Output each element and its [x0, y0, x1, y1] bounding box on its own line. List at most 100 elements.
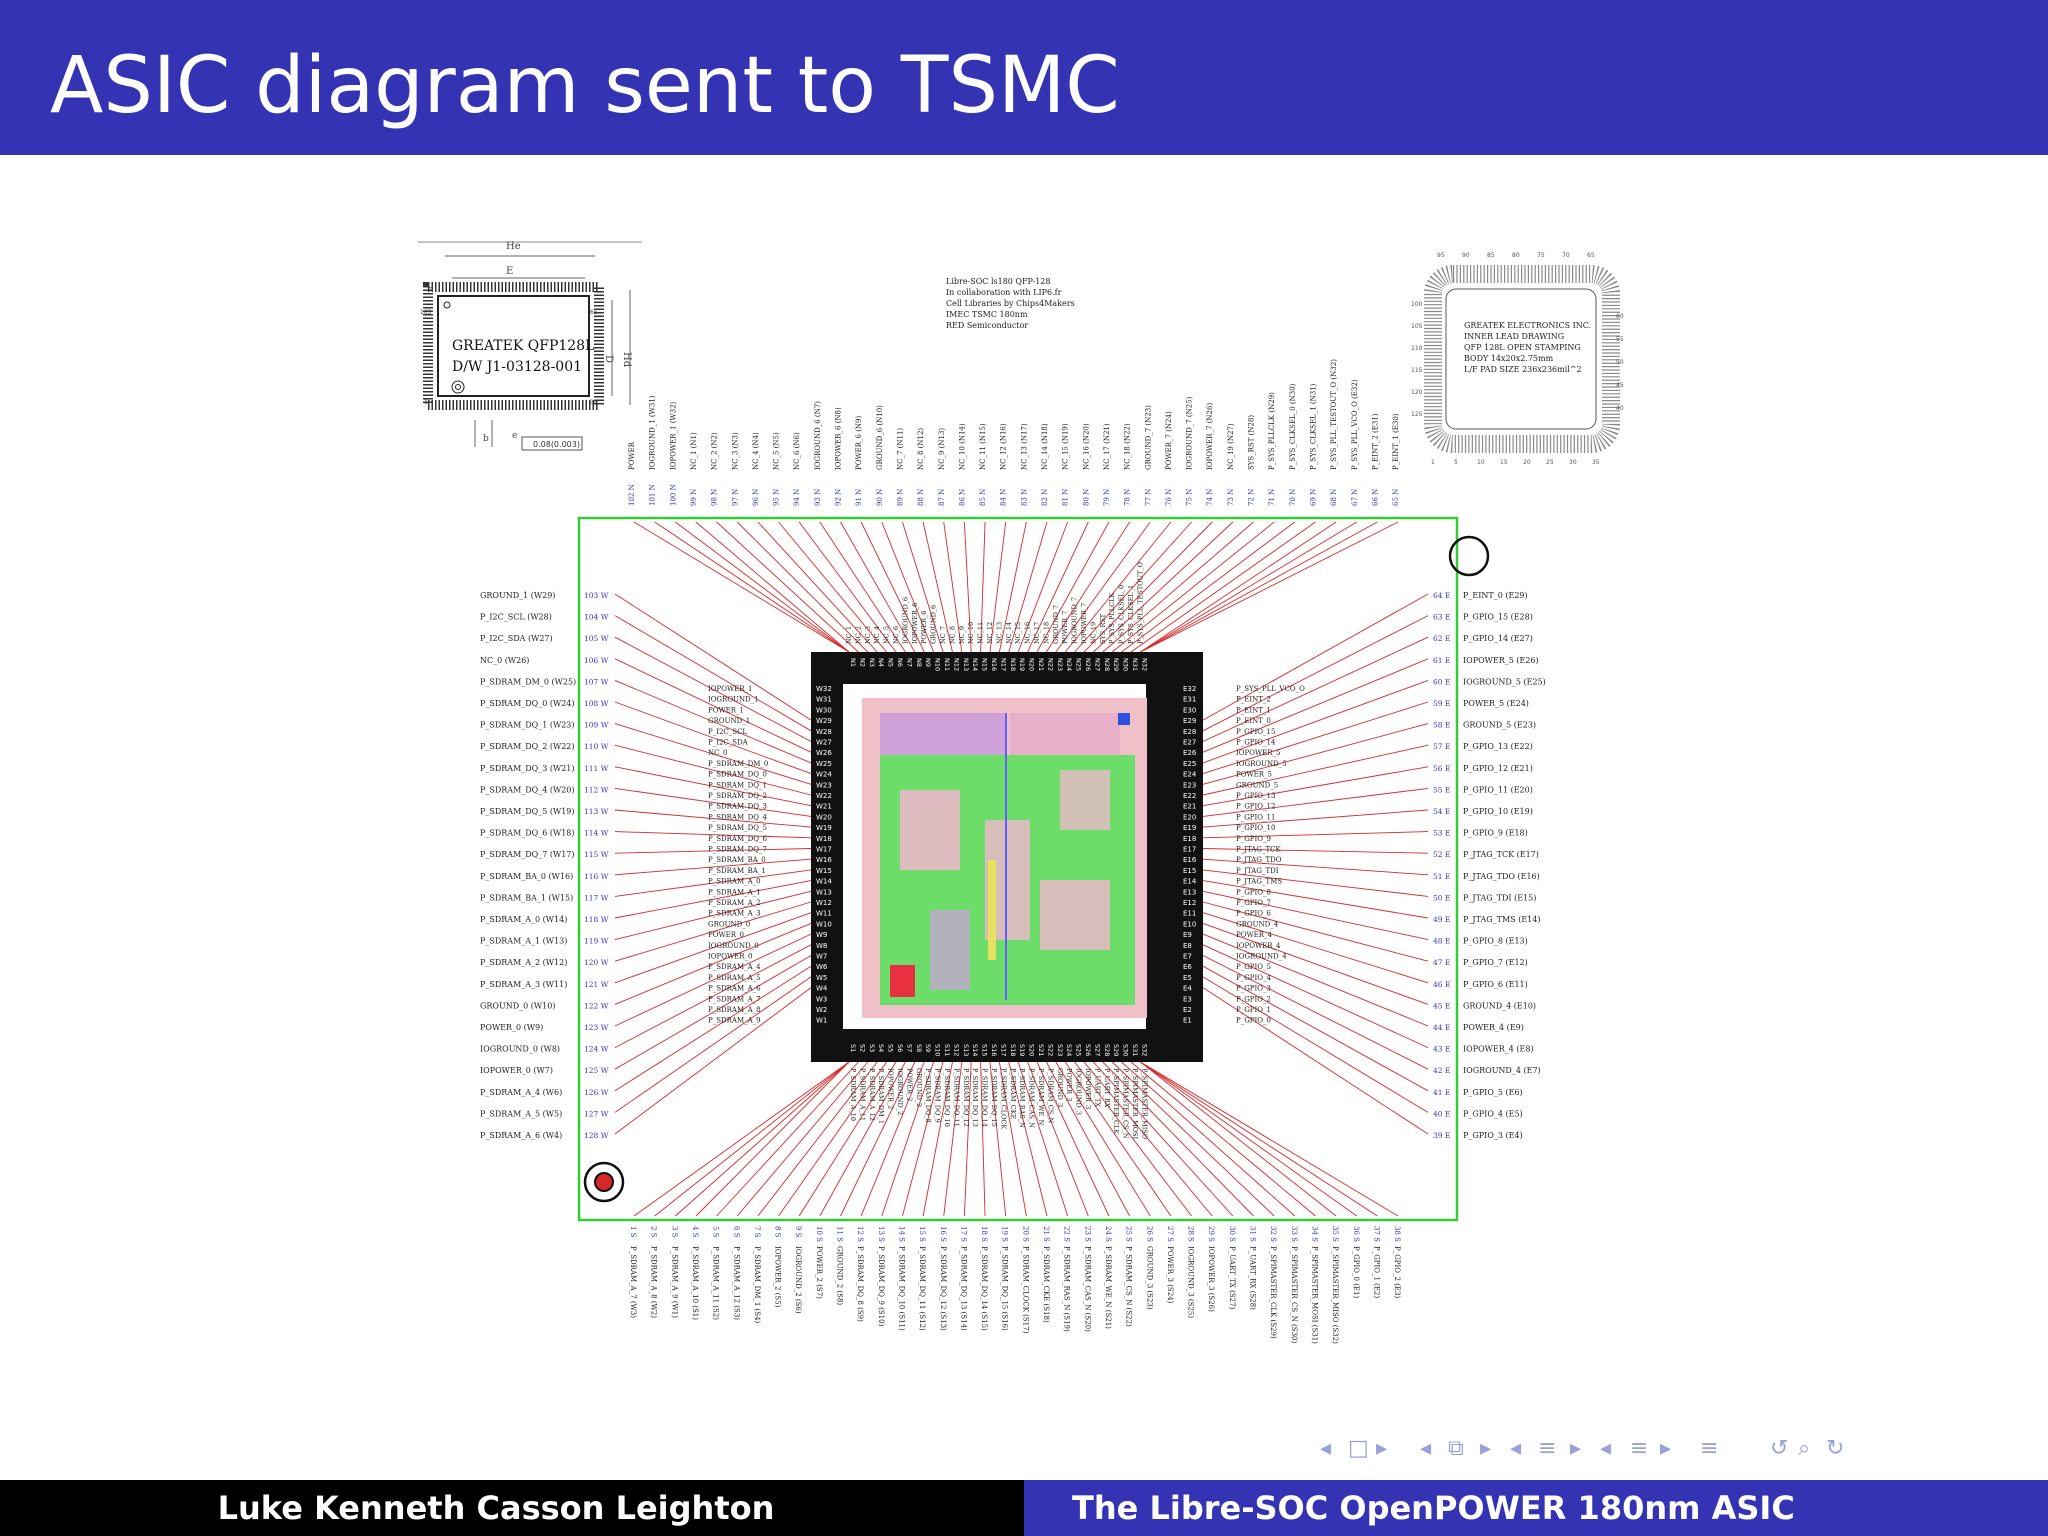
pin-number: 85 N [979, 489, 987, 506]
nav-right-arrow-icon[interactable]: ▸ [1376, 1436, 1388, 1461]
die-pad-id: N13 [962, 658, 970, 671]
nav-right-arrow-icon[interactable]: ▸ [1480, 1436, 1492, 1461]
pin-label: SYS_RST (N28) [1248, 415, 1256, 470]
nav-right-arrow-icon[interactable]: ▸ [1570, 1436, 1582, 1461]
die-pad-name: P_EINT_2 [1236, 696, 1271, 704]
die-pad-name: P_GPIO_6 [1236, 910, 1272, 918]
die-pad-id: S20 [1028, 1044, 1036, 1056]
inner-lead-text: GREATEK ELECTRONICS INC. [1464, 321, 1591, 330]
pin-number: 83 N [1020, 489, 1028, 506]
package-frame [577, 516, 1459, 1222]
die-pad-name: P_SDRAM_DQ_13 [971, 1068, 979, 1127]
nav-left-arrow-icon[interactable]: ◂ [1600, 1436, 1612, 1461]
pin-label: NC_13 (N17) [1020, 423, 1028, 470]
nav-right-arrow-icon[interactable]: ▸ [1660, 1436, 1672, 1461]
bond-wire [1121, 521, 1296, 653]
pin-number: 123 W [584, 1023, 609, 1032]
bond-wire [1202, 890, 1429, 941]
pin-label: NC_9 (N13) [938, 428, 946, 470]
bond-wire [989, 1061, 1007, 1217]
die-pad-name: P_JTAG_TDI [1236, 867, 1279, 875]
pin-label: P_SDRAM_DQ_4 (W20) [480, 785, 575, 794]
align-icon[interactable]: ≡ [1700, 1436, 1719, 1461]
die-pad-name: GROUND_3 [1056, 1068, 1064, 1107]
pin-number: 27 S [1166, 1226, 1174, 1242]
nav-left-arrow-icon[interactable]: ◂ [1320, 1436, 1332, 1461]
pin-label: P_SYS_CLKSEL_0 (N30) [1289, 383, 1297, 470]
die-pad-id: N12 [952, 658, 960, 671]
lead-number: 65 [1587, 252, 1595, 259]
lead-number: 30 [1569, 459, 1577, 466]
pin-label: P_GPIO_12 (E21) [1463, 764, 1533, 773]
slide-icon[interactable]: ≡ [1630, 1436, 1649, 1461]
die-pad-name: IOPOWER_2 [887, 1068, 895, 1109]
die-pad-name: P_SDRAM_DQ_4 [708, 813, 767, 821]
die-pad-id: S16 [990, 1044, 998, 1056]
die-pad-id: S8 [915, 1044, 923, 1052]
lead-number: 85 [1487, 252, 1495, 259]
die-pad-id: W28 [816, 728, 832, 736]
pin-number: 22 S [1063, 1226, 1071, 1242]
pin-number: 81 N [1062, 489, 1070, 506]
pin-number: 36 S [1352, 1226, 1360, 1242]
pin-label: GROUND_3 (S23) [1145, 1246, 1153, 1310]
pin-label: P_SDRAM_CLOCK (S17) [1021, 1246, 1029, 1334]
bond-wire [1111, 1061, 1275, 1217]
die-pad-name: POWER_2 [905, 1068, 913, 1101]
beamer-navigation[interactable]: ◂ □ ▸ ◂ ⧉ ▸ ◂ ≡ ▸ ◂ ≡ ▸ ≡ ↺ ⌕ ↻ [1320, 1432, 2030, 1466]
pin-label: P_EINT_2 (E31) [1371, 413, 1379, 470]
die-pad-id: E15 [1183, 867, 1196, 875]
pin-label: P_SPIMASTER_MISO (S32) [1331, 1246, 1339, 1344]
die-pad-name: NC_12 [986, 622, 994, 644]
die-pad-name: P_GPIO_14 [1236, 739, 1276, 747]
undo-icon[interactable]: ↺ [1770, 1436, 1789, 1461]
credit-line: IMEC TSMC 180nm [946, 310, 1028, 319]
pin-number: 57 E [1433, 742, 1450, 751]
bond-wire [1140, 1061, 1378, 1217]
section-icon[interactable]: ≡ [1538, 1436, 1557, 1461]
die-pad-id: S11 [943, 1044, 951, 1056]
lead-number: 45 [1616, 382, 1624, 389]
pin-number: 72 N [1248, 489, 1256, 506]
bond-wire [1036, 521, 1110, 653]
pin-label: GROUND_4 (E10) [1463, 1001, 1536, 1010]
die-pad-name: P_SDRAM_DQ_2 [708, 792, 767, 800]
die-pad-name: P_JTAG_TCK [1236, 846, 1281, 854]
bond-wire [1055, 1061, 1151, 1217]
bond-wire [1202, 880, 1429, 919]
pin-number: 11 S [836, 1226, 844, 1242]
search-icon[interactable]: ⌕ [1798, 1436, 1811, 1461]
subsection-icon[interactable]: ⧉ [1448, 1436, 1464, 1461]
bond-wire [614, 987, 812, 1135]
pin-number: 98 N [711, 489, 719, 506]
die-pad-name: P_SDRAM_A_10 [849, 1068, 857, 1121]
bond-wire [614, 723, 812, 785]
nav-left-arrow-icon[interactable]: ◂ [1420, 1436, 1432, 1461]
pin-number: 13 S [877, 1226, 885, 1242]
die-pad-id: W18 [816, 835, 832, 843]
nav-left-arrow-icon[interactable]: ◂ [1510, 1436, 1522, 1461]
inner-lead-fingers [1424, 265, 1620, 453]
die-pad-name: P_GPIO_0 [1236, 1017, 1271, 1025]
lead-number: 70 [1562, 252, 1570, 259]
pin-label: P_GPIO_9 (E18) [1463, 829, 1528, 838]
bond-wire [1027, 1061, 1089, 1217]
die-pad-id: S17 [999, 1044, 1007, 1056]
pin-label: P_SPIMASTER_CLK (S29) [1269, 1246, 1277, 1339]
die-pad-name: P_SDRAM_DQ_8 [924, 1068, 932, 1123]
pin-label: P_SYS_PLLCLK (N29) [1268, 392, 1276, 470]
redo-icon[interactable]: ↻ [1826, 1436, 1845, 1461]
die-pad-name: P_SYS_PLL_VCO_O [1236, 685, 1305, 693]
pin-number: 122 W [584, 1001, 609, 1010]
bond-wire [1017, 521, 1069, 653]
die-pad-id: S12 [952, 1044, 960, 1056]
lead-number: 110 [1411, 345, 1423, 352]
pin-label: P_SDRAM_A_8 (W2) [650, 1246, 658, 1318]
pin-number: 29 S [1207, 1226, 1215, 1242]
die-pad-name: IOPOWER_3 [1084, 1068, 1092, 1109]
frame-icon[interactable]: □ [1348, 1436, 1369, 1461]
pin-number: 124 W [584, 1045, 609, 1054]
bond-wire [1202, 944, 1429, 1049]
die-pad-labels: W32IOPOWER_1W31IOGROUND_1W30POWER_1W29GR… [708, 562, 1305, 1139]
